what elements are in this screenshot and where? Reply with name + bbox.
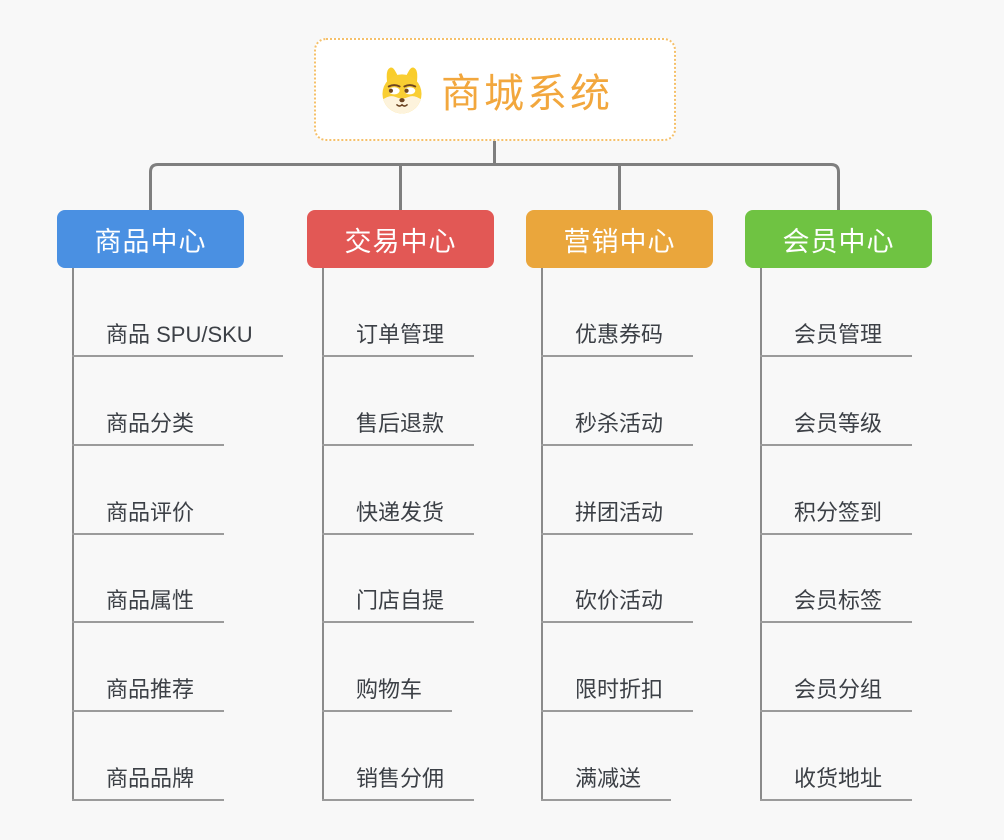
leaf-node[interactable]: 门店自提 <box>322 588 475 623</box>
leaf-node[interactable]: 商品属性 <box>72 588 225 623</box>
leaf-node[interactable]: 会员等级 <box>760 411 913 446</box>
trunk-lines <box>149 141 840 210</box>
leaf-node[interactable]: 购物车 <box>322 677 453 712</box>
dog-face-icon <box>382 66 422 113</box>
leaf-node[interactable]: 会员分组 <box>760 677 913 712</box>
leaf-node[interactable]: 订单管理 <box>322 322 475 357</box>
leaf-node[interactable]: 商品 SPU/SKU <box>72 322 283 357</box>
leaf-node[interactable]: 秒杀活动 <box>541 411 694 446</box>
root-node[interactable]: 商城系统 <box>314 38 676 141</box>
branch-header-label: 交易中心 <box>344 226 457 257</box>
leaf-node[interactable]: 满减送 <box>541 766 672 801</box>
leaf-node[interactable]: 积分签到 <box>760 500 913 535</box>
leaf-node[interactable]: 会员标签 <box>760 588 913 623</box>
leaf-node[interactable]: 商品推荐 <box>72 677 225 712</box>
branch-header-label: 营销中心 <box>563 226 676 257</box>
leaf-node[interactable]: 销售分佣 <box>322 766 475 801</box>
branch-header[interactable]: 营销中心 <box>526 210 713 268</box>
leaf-node[interactable]: 商品分类 <box>72 411 225 446</box>
root-title: 商城系统 <box>441 71 613 116</box>
branch-header[interactable]: 交易中心 <box>307 210 494 268</box>
leaf-node[interactable]: 商品品牌 <box>72 766 225 801</box>
leaf-node[interactable]: 优惠券码 <box>541 322 694 357</box>
branch-header[interactable]: 商品中心 <box>57 210 244 268</box>
branch-header-label: 会员中心 <box>782 226 895 257</box>
leaf-node[interactable]: 限时折扣 <box>541 677 694 712</box>
branch-header[interactable]: 会员中心 <box>745 210 932 268</box>
leaf-node[interactable]: 会员管理 <box>760 322 913 357</box>
leaf-node[interactable]: 商品评价 <box>72 500 225 535</box>
leaf-node[interactable]: 拼团活动 <box>541 500 694 535</box>
leaf-node[interactable]: 售后退款 <box>322 411 475 446</box>
leaf-node[interactable]: 砍价活动 <box>541 588 694 623</box>
branch-header-label: 商品中心 <box>94 226 207 257</box>
leaf-node[interactable]: 快递发货 <box>322 500 475 535</box>
leaf-node[interactable]: 收货地址 <box>760 766 913 801</box>
